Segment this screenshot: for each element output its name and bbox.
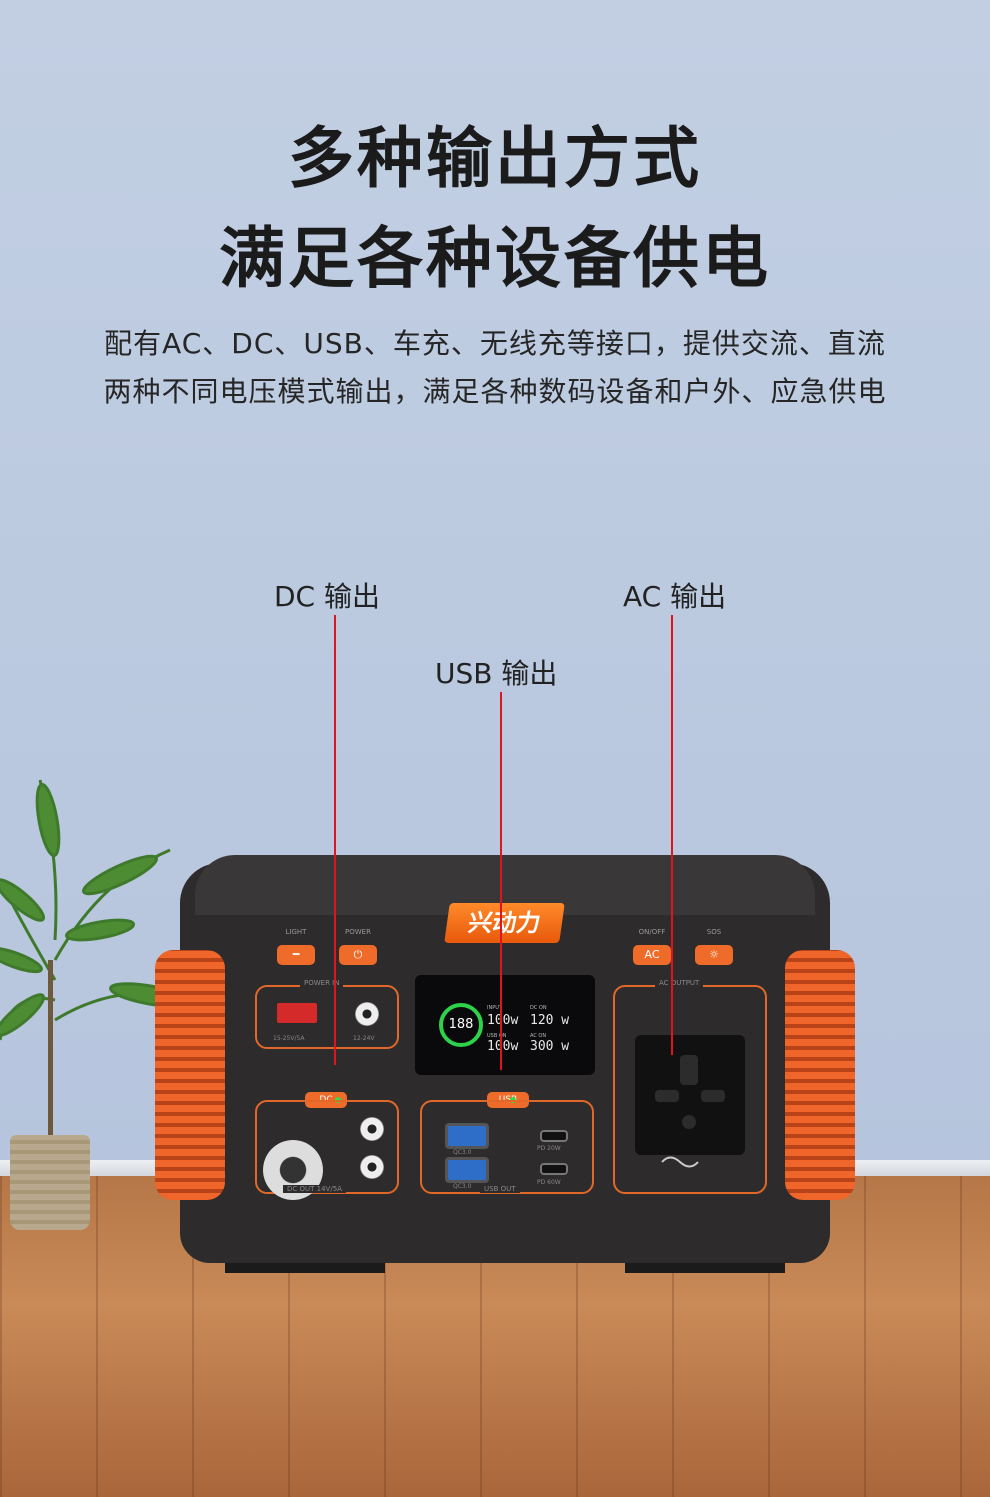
usb-c-port-top[interactable] bbox=[540, 1130, 568, 1142]
bulb-icon: ☼ bbox=[709, 948, 719, 961]
usb-on-value: 100w bbox=[487, 1039, 519, 1054]
onoff-label: ON/OFF bbox=[638, 928, 666, 936]
light-button[interactable]: ━ bbox=[277, 945, 315, 965]
qc-top-label: QC3.0 bbox=[453, 1149, 472, 1156]
plant-leaves-icon bbox=[0, 779, 191, 1041]
anderson-port[interactable] bbox=[277, 1003, 317, 1023]
power-icon: ⏻ bbox=[353, 948, 363, 961]
power-station: 兴动力 LIGHT ━ POWER ⏻ ON/OFF AC SOS ☼ POWE… bbox=[155, 855, 855, 1275]
dc-on-value: 120 w bbox=[530, 1013, 570, 1028]
power-in-left-spec: 15-25V/5A bbox=[273, 1035, 305, 1042]
leader-line-ac bbox=[671, 615, 673, 1055]
pd-top-label: PD 20W bbox=[537, 1145, 561, 1152]
ac-on-label: AC ON bbox=[530, 1033, 547, 1039]
ac-socket[interactable] bbox=[635, 1035, 745, 1155]
usb-a-port-top[interactable] bbox=[445, 1123, 489, 1149]
lcd-display: 188 INPUT 100w DC ON 120 w USB ON 100w A… bbox=[415, 975, 595, 1075]
plant-pot bbox=[10, 1135, 90, 1230]
sos-label: SOS bbox=[706, 928, 722, 936]
qc-bottom-label: QC3.0 bbox=[453, 1183, 472, 1190]
power-button[interactable]: ⏻ bbox=[339, 945, 377, 965]
leader-line-usb bbox=[500, 692, 502, 1070]
ac-on-value: 300 w bbox=[530, 1039, 570, 1054]
power-in-right-spec: 12-24V bbox=[353, 1035, 375, 1042]
sine-wave-icon bbox=[661, 1156, 699, 1168]
brand-logo: 兴动力 bbox=[444, 903, 565, 943]
grip-left bbox=[155, 950, 225, 1200]
dc-in-port[interactable] bbox=[355, 1002, 379, 1026]
usb-output-panel bbox=[420, 1100, 594, 1194]
callout-dc: DC 输出 bbox=[274, 580, 381, 613]
callout-usb: USB 输出 bbox=[435, 657, 558, 690]
dc-output-panel bbox=[255, 1100, 399, 1194]
usb-c-port-bottom[interactable] bbox=[540, 1163, 568, 1175]
grip-right bbox=[785, 950, 855, 1200]
headline-line2: 满足各种设备供电 bbox=[219, 220, 771, 297]
ac-output-label: AC OUTPUT bbox=[655, 979, 704, 987]
socket-hole-top bbox=[680, 1055, 698, 1085]
dc-out-label: DC OUT 14V/5A bbox=[283, 1185, 346, 1193]
callout-ac: AC 输出 bbox=[623, 580, 727, 613]
usb-out-label: USB OUT bbox=[480, 1185, 520, 1193]
dc-port-bottom[interactable] bbox=[360, 1155, 384, 1179]
socket-hole-right bbox=[701, 1090, 725, 1102]
socket-hole-left bbox=[655, 1090, 679, 1102]
power-label: POWER bbox=[345, 928, 371, 936]
usb-a-port-bottom[interactable] bbox=[445, 1157, 489, 1183]
input-label: INPUT bbox=[487, 1005, 502, 1011]
usb-on-label: USB ON bbox=[487, 1033, 507, 1039]
description-line2: 两种不同电压模式输出，满足各种数码设备和户外、应急供电 bbox=[103, 375, 887, 408]
dc-on-label: DC ON bbox=[530, 1005, 547, 1011]
power-in-label: POWER IN bbox=[300, 979, 344, 987]
input-value: 100w bbox=[487, 1013, 519, 1028]
battery-ring: 188 bbox=[439, 1003, 483, 1047]
headline-line1: 多种输出方式 bbox=[288, 120, 702, 197]
socket-hole-ground bbox=[682, 1115, 696, 1129]
leader-line-dc bbox=[334, 615, 336, 1065]
light-icon: ━ bbox=[292, 948, 300, 961]
description-line1: 配有AC、DC、USB、车充、无线充等接口，提供交流、直流 bbox=[104, 327, 886, 360]
sos-button[interactable]: ☼ bbox=[695, 945, 733, 965]
pd-bottom-label: PD 60W bbox=[537, 1179, 561, 1186]
dc-port-top[interactable] bbox=[360, 1117, 384, 1141]
light-label: LIGHT bbox=[285, 928, 307, 936]
ac-button[interactable]: AC bbox=[633, 945, 671, 965]
plant-trunk bbox=[48, 960, 53, 1140]
